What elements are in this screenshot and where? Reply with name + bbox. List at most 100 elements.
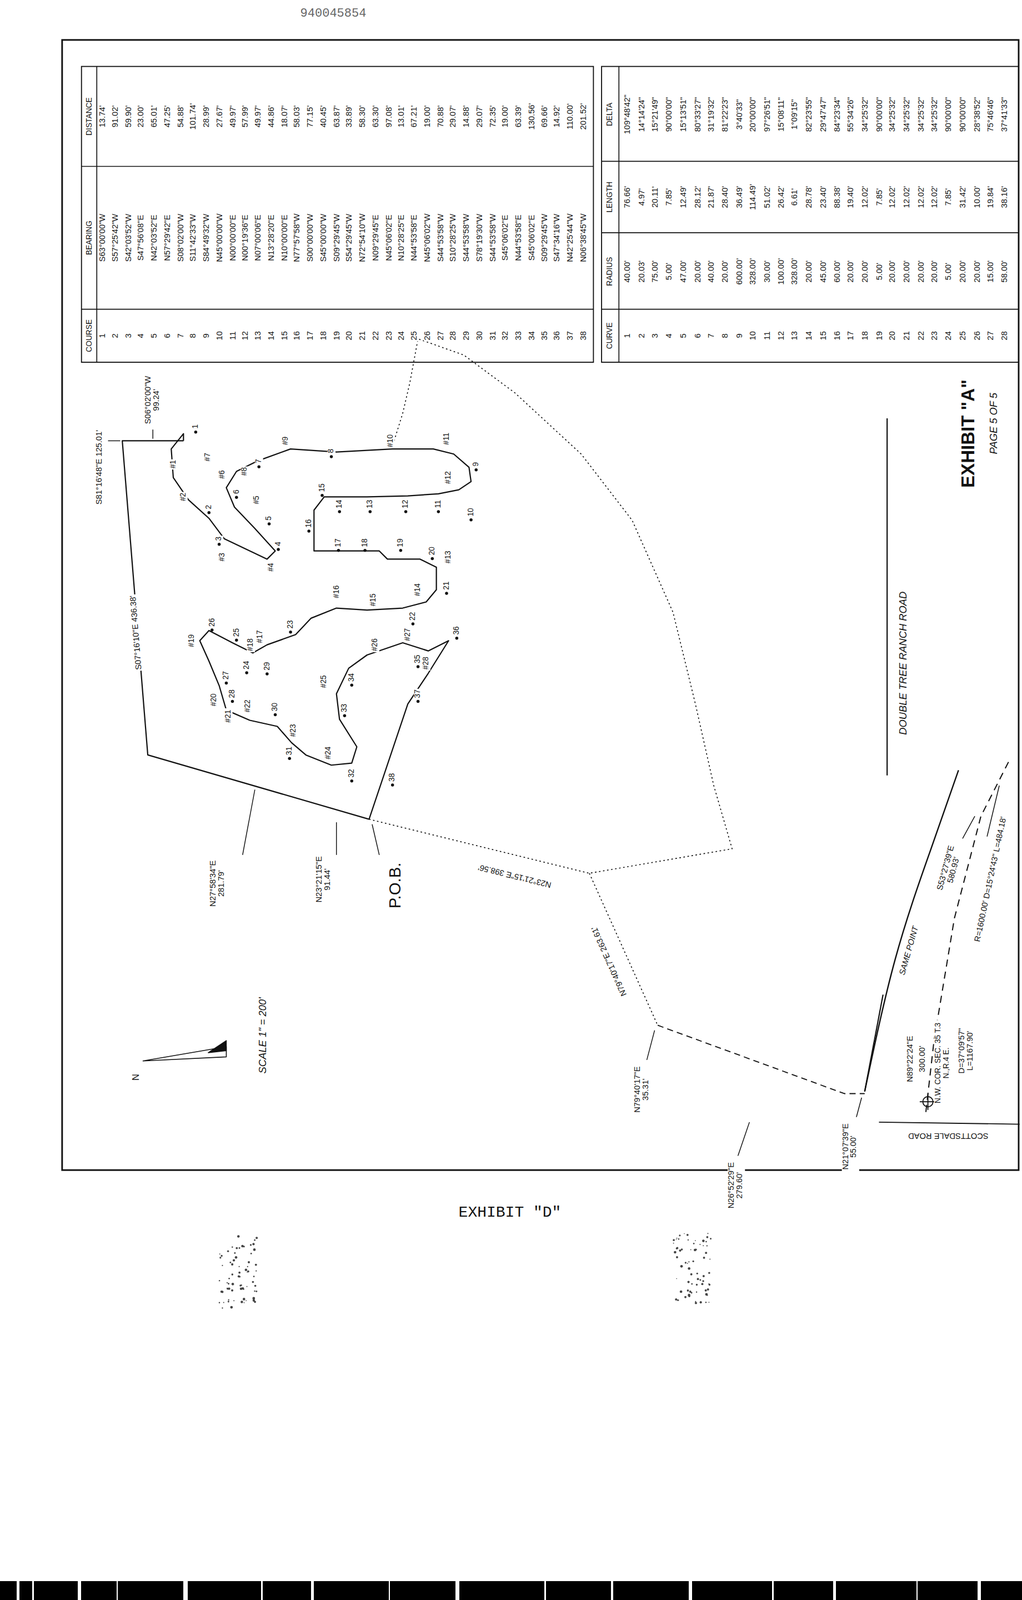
course-number: 19 [396,537,405,549]
scan-speck [235,1246,238,1250]
scan-speck [706,1294,708,1296]
distance-cell: 67.21' [410,104,419,129]
course-number: 12 [401,498,410,510]
scan-speck [249,1243,252,1246]
curve-number: #23 [289,723,298,739]
radius-cell: 45.00' [819,259,828,284]
course-number: 24 [242,659,251,671]
course-number: 33 [340,702,349,714]
page-number: PAGE 5 OF 5 [988,391,1000,455]
length-cell: 114.49' [749,182,758,211]
course-number: 38 [388,772,397,783]
course-number: 13 [366,498,374,510]
distance-cell: 58.03' [293,104,303,129]
scan-speck [684,1295,687,1299]
curve-number: 3 [651,332,660,339]
radius-cell: 75.00' [651,259,660,284]
delta-cell: 84°23'34" [833,96,842,134]
recording-number: 940045854 [300,6,367,21]
delta-cell: 20°00'00" [749,96,758,134]
distance-cell: 59.90' [124,104,133,129]
scan-speck [690,1283,693,1285]
course-number: 10 [215,329,224,342]
curve-number: #15 [369,592,378,608]
course-number: 29 [263,660,272,672]
course-point [217,542,222,546]
course-number: 15 [318,482,327,493]
distance-cell: 47.25' [163,104,173,129]
scan-speck [684,1261,687,1264]
course-point [257,464,261,469]
scan-speck [218,1279,220,1281]
course-point [276,547,280,551]
scan-gap [183,1580,188,1600]
scale-note: SCALE 1" = 200' [257,995,269,1075]
course-table-frame [81,66,594,363]
course-number: 22 [371,329,380,342]
radius-cell: 5.00' [945,261,954,282]
distance-cell: 63.30' [371,104,380,129]
course-point [416,664,420,669]
distance-cell: 29.07' [449,104,459,129]
bearing-label: N27°58'34"E 281.79' [209,853,227,913]
leader-line [242,789,255,855]
scan-speck [243,1301,245,1304]
length-cell: 12.02' [930,184,940,209]
curve-number: #20 [209,692,218,708]
scan-speck [702,1279,704,1282]
delta-cell: 80°33'27" [693,96,703,134]
scan-speck [678,1234,681,1236]
scan-speck [689,1290,692,1293]
scan-speck [227,1300,230,1302]
leader-line [962,815,975,839]
scan-speck [700,1282,704,1285]
scan-speck [676,1237,678,1239]
scan-speck [220,1254,223,1257]
scan-speck [245,1299,247,1301]
delta-cell: 37°41'33" [1000,96,1010,134]
bearing-label: N89°22'24"E [906,1034,915,1084]
radius-cell: 20.00' [973,259,982,284]
table-header: DELTA [605,101,614,128]
scan-speck [233,1251,236,1254]
scan-speck [679,1290,683,1294]
delta-cell: 82°23'55" [805,96,814,134]
course-number: 6 [232,488,241,495]
scan-speck [692,1260,695,1262]
bearing-cell: S84°49'32"W [202,212,212,263]
scan-speck [704,1289,708,1292]
bearing-cell: N00°00'00"E [228,213,238,263]
course-traverse [171,433,472,820]
course-point [234,496,239,500]
bearing-cell: N06°38'45"W [579,212,589,264]
radius-cell: 328.00' [749,257,758,286]
distance-cell: 19.00' [501,104,510,129]
length-cell: 7.85' [945,187,954,207]
course-number: 16 [293,329,303,342]
curve-number: 21 [903,329,912,342]
course-point [194,430,198,434]
course-number: 17 [334,537,343,549]
course-point [337,548,341,553]
course-number: 3 [124,332,133,339]
scan-speck [228,1277,230,1280]
bearing-cell: S47°56'08"E [137,213,147,262]
table-header: BEARING [85,219,94,257]
curve-number: #10 [386,433,395,449]
course-point [207,511,211,515]
scan-speck [709,1258,711,1260]
bearing-cell: S08°02'00"W [176,212,185,263]
length-cell: 28.78' [805,184,814,209]
course-point [307,529,311,533]
radius-cell: 47.00' [679,259,689,284]
radius-cell: 20.00' [721,259,730,284]
scan-gap [772,1580,774,1600]
course-number: 4 [274,540,283,547]
scan-speck [226,1281,228,1284]
course-point [267,522,272,526]
scan-speck [239,1284,242,1287]
scan-speck [253,1290,255,1292]
scan-gap [610,1580,614,1600]
scan-speck [253,1239,256,1241]
bearing-cell: S45°06'02"E [501,213,510,262]
